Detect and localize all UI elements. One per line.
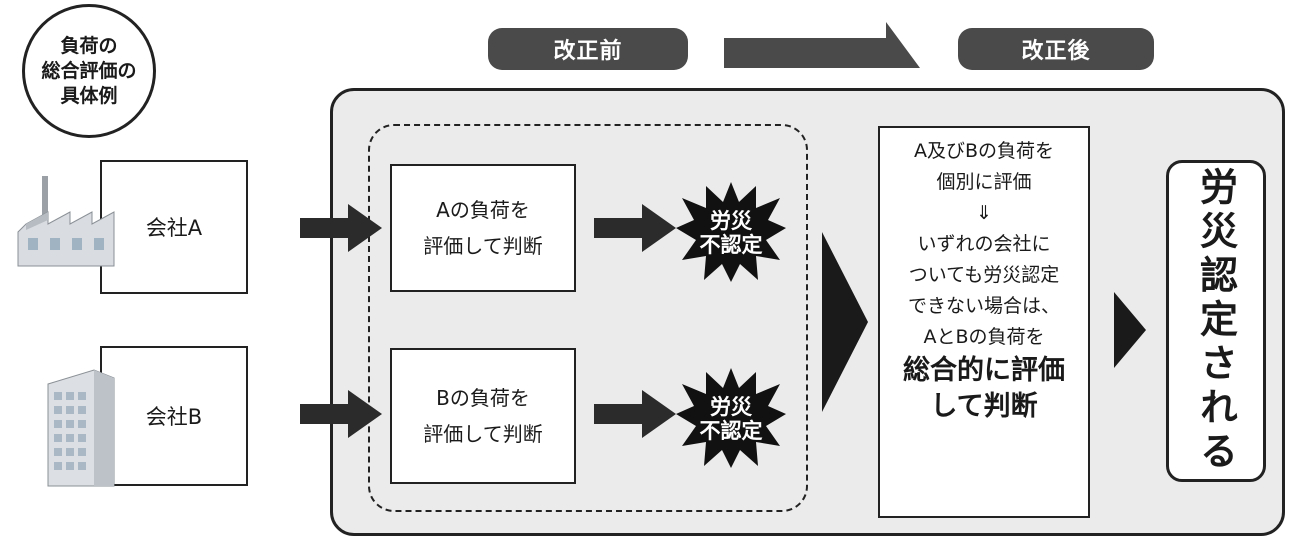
evaluation-b-line2: 評価して判断 (423, 422, 543, 446)
evaluation-a-box: Aの負荷を 評価して判断 (390, 164, 576, 292)
after-bold-line: 総合的に評価 (903, 355, 1065, 386)
factory-icon (17, 176, 115, 267)
after-revision-label: 改正後 (958, 28, 1154, 70)
before-revision-group (368, 124, 808, 512)
evaluation-b-line1: Bの負荷を (436, 386, 530, 410)
after-line: AとBの負荷を (923, 326, 1045, 348)
burst-line1: 労災 (710, 209, 753, 233)
bubble-line: 負荷の (60, 34, 118, 57)
transition-arrow-icon (724, 22, 920, 68)
example-bubble: 負荷の 総合評価の 具体例 (22, 4, 156, 138)
recognized-result-box: 労災認定される (1166, 160, 1266, 482)
burst-line2: 不認定 (700, 233, 763, 257)
burst-line1: 労災 (710, 395, 753, 419)
after-bold-line: して判断 (930, 391, 1038, 422)
arrow-right-icon (594, 390, 676, 438)
after-line: いずれの会社に (917, 233, 1051, 255)
office-building-icon (47, 369, 115, 487)
after-line: ⇓ (976, 202, 992, 224)
company-b-box: 会社B (100, 346, 248, 486)
company-b-label: 会社B (145, 405, 203, 429)
after-revision-box: A及びBの負荷を 個別に評価 ⇓ いずれの会社に ついても労災認定 できない場合… (878, 126, 1090, 518)
recognized-result-label: 労災認定される (1193, 167, 1238, 475)
chevron-right-icon (822, 232, 868, 412)
bubble-line: 具体例 (60, 84, 118, 107)
not-recognized-burst: 労災 不認定 (676, 368, 786, 468)
chevron-right-icon (1114, 292, 1146, 368)
not-recognized-burst: 労災 不認定 (676, 182, 786, 282)
burst-line2: 不認定 (700, 419, 763, 443)
arrow-right-icon (300, 204, 382, 252)
before-revision-label: 改正前 (488, 28, 688, 70)
evaluation-a-line1: Aの負荷を (436, 198, 530, 222)
company-a-box: 会社A (100, 160, 248, 294)
after-line: ついても労災認定 (908, 264, 1060, 286)
after-line: 個別に評価 (936, 171, 1032, 193)
arrow-right-icon (300, 390, 382, 438)
evaluation-b-box: Bの負荷を 評価して判断 (390, 348, 576, 484)
bubble-line: 総合評価の (41, 59, 137, 82)
arrow-right-icon (594, 204, 676, 252)
after-line: できない場合は、 (907, 295, 1060, 317)
company-a-label: 会社A (145, 216, 203, 240)
evaluation-a-line2: 評価して判断 (423, 234, 543, 258)
after-line: A及びBの負荷を (913, 140, 1055, 162)
